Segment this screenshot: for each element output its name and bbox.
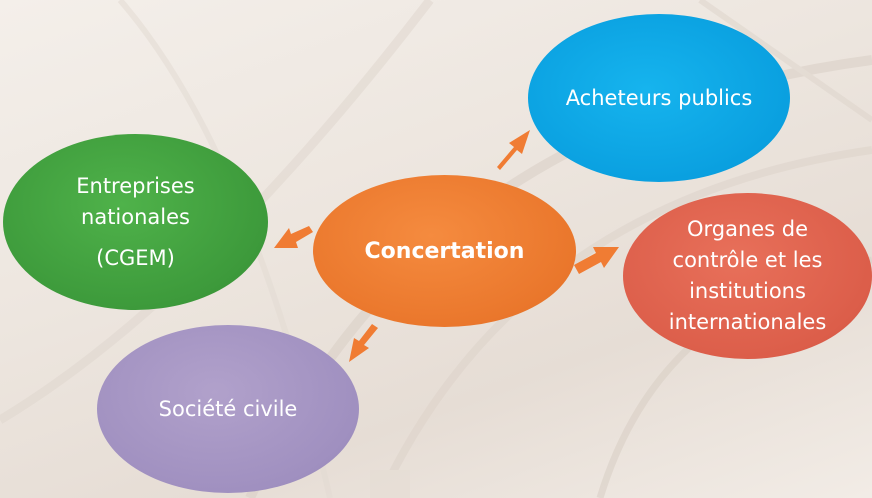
node-entreprises-sublabel: (CGEM) bbox=[96, 245, 175, 270]
node-acheteurs-publics: Acheteurs publics bbox=[528, 14, 790, 182]
arrow-to-entreprises bbox=[274, 226, 313, 248]
arrow-to-organes bbox=[574, 247, 619, 274]
node-entreprises-label: Entreprises nationales bbox=[76, 173, 195, 229]
node-societe-civile: Société civile bbox=[97, 325, 359, 493]
node-societe-label: Société civile bbox=[158, 396, 298, 421]
node-organes-controle: Organes de contrôle et les institutions … bbox=[623, 193, 872, 359]
node-organes-label: Organes de contrôle et les institutions … bbox=[668, 217, 827, 334]
arrow-to-acheteurs bbox=[497, 130, 530, 170]
arrow-to-societe bbox=[349, 324, 378, 362]
node-acheteurs-label: Acheteurs publics bbox=[565, 85, 753, 110]
node-concertation-center: Concertation bbox=[313, 175, 576, 327]
node-concertation-label: Concertation bbox=[364, 238, 525, 264]
node-entreprises-nationales: Entreprises nationales (CGEM) bbox=[3, 134, 268, 310]
